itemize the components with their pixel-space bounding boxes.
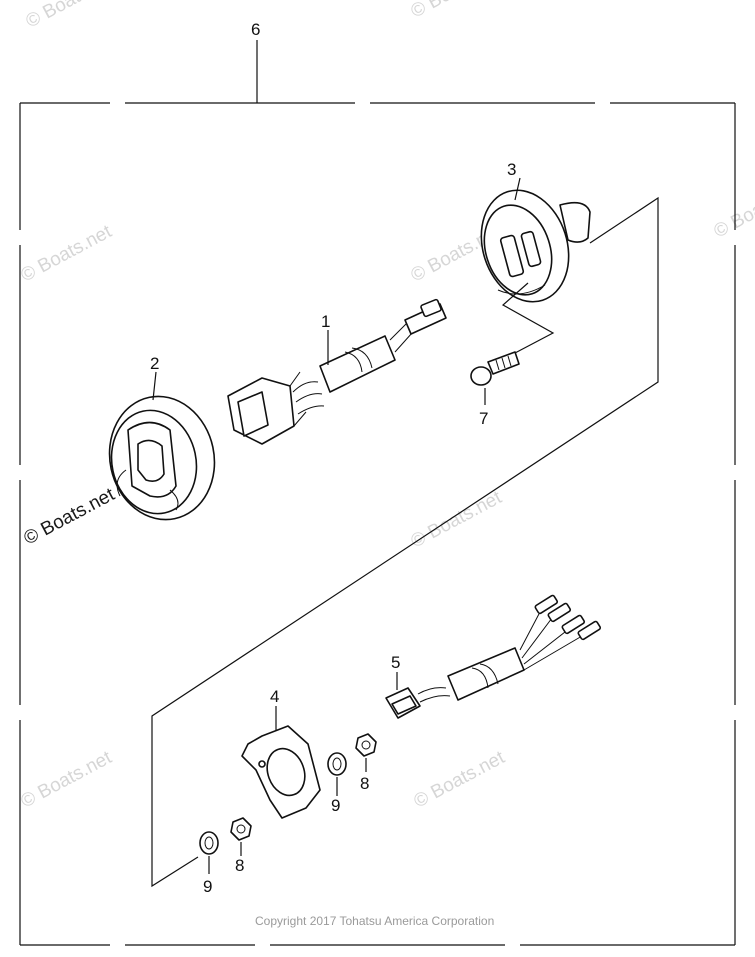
callout-3: 3 bbox=[507, 160, 516, 179]
watermark-text: © Boats.net bbox=[410, 747, 508, 813]
watermark-text: © Boats.net bbox=[22, 0, 120, 32]
spring-washer-part-9 bbox=[199, 831, 219, 874]
nut-part-8 bbox=[355, 733, 377, 772]
callout-5: 5 bbox=[391, 653, 400, 672]
watermark-text: © Boats.net bbox=[407, 0, 505, 22]
watermark-text: © Boats.net bbox=[17, 747, 115, 813]
screw-part-7 bbox=[470, 351, 520, 405]
callout-8: 8 bbox=[360, 774, 369, 793]
callout-7: 7 bbox=[479, 409, 488, 428]
lamp-housing-part-2 bbox=[108, 371, 216, 521]
harness-part-5 bbox=[385, 594, 602, 719]
callout-8: 8 bbox=[235, 856, 244, 875]
watermark-text: © Boats.net bbox=[710, 177, 755, 243]
outer-frame bbox=[19, 102, 736, 946]
watermark-text: © Boats.net bbox=[407, 487, 505, 553]
watermark-text: © Boats.net bbox=[20, 484, 118, 550]
copyright-text: Copyright 2017 Tohatsu America Corporati… bbox=[255, 914, 494, 928]
nut-part-8 bbox=[230, 817, 252, 856]
socket-housing-part-3 bbox=[480, 177, 591, 303]
callout-4: 4 bbox=[270, 687, 279, 706]
callout-9: 9 bbox=[203, 877, 212, 896]
callout-6: 6 bbox=[251, 20, 260, 39]
callout-9: 9 bbox=[331, 796, 340, 815]
callout-2: 2 bbox=[150, 354, 159, 373]
bracket-part-4 bbox=[241, 706, 321, 819]
harness-part-1 bbox=[227, 298, 447, 445]
watermark-layer: © Boats.net © Boats.net © Boats.net © Bo… bbox=[17, 0, 755, 812]
watermark-text: © Boats.net bbox=[17, 221, 115, 287]
assembly-boundary bbox=[151, 196, 659, 888]
callout-1: 1 bbox=[321, 312, 330, 331]
spring-washer-part-9 bbox=[327, 752, 347, 796]
